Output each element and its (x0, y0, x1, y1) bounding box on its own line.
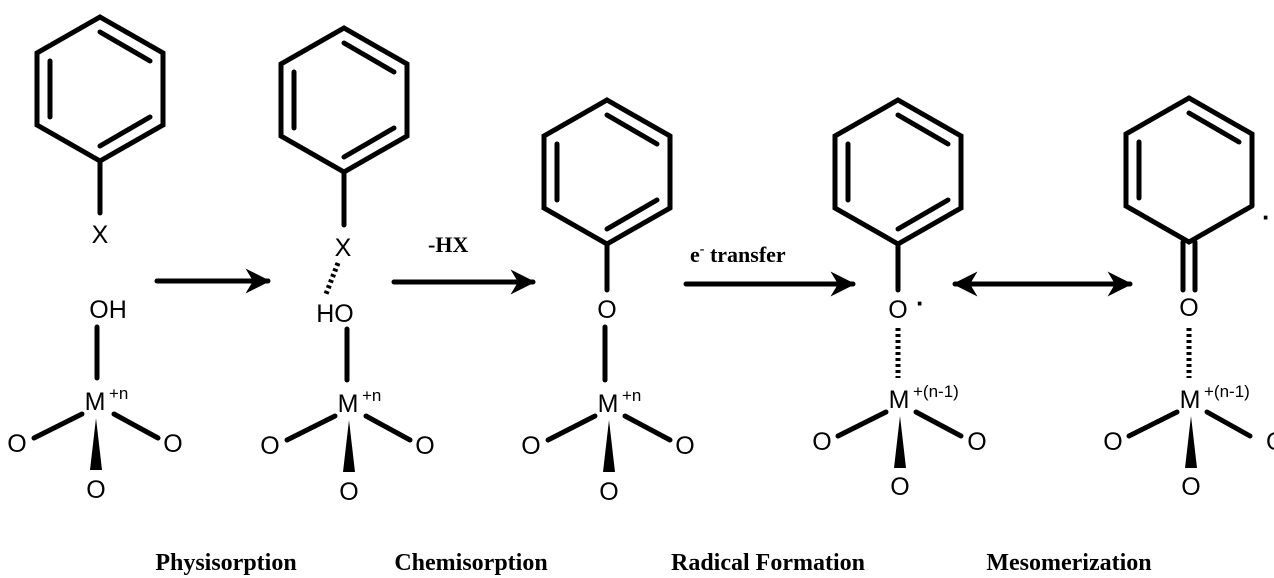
wedge-bond (1185, 416, 1197, 468)
phenoxy-oxygen: O (888, 296, 907, 324)
structure-chemisorption: X HO M +n O O O (260, 25, 435, 506)
hydroxyl-group: HO (316, 300, 354, 328)
oxygen-right-partial: O (1266, 428, 1274, 456)
metal-charge: +n (109, 384, 128, 403)
halogen-atom: X (92, 221, 109, 249)
radical-dot: · (1262, 202, 1271, 232)
metal-charge: +(n-1) (913, 382, 959, 401)
m-o-left-bond (31, 411, 85, 441)
metal-charge: +(n-1) (1204, 382, 1250, 401)
m-o-left-bond (1126, 409, 1180, 439)
metal-center: M (598, 390, 619, 418)
wedge-bond (894, 416, 906, 468)
metal-charge: +n (362, 386, 381, 405)
oxygen-right: O (675, 432, 694, 460)
metal-center: M (889, 386, 910, 414)
oxygen-left: O (260, 432, 279, 460)
oxygen-bottom: O (86, 476, 105, 504)
benzene-ring-2 (278, 25, 410, 175)
oxygen-left: O (521, 432, 540, 460)
benzene-ring-1 (34, 14, 166, 164)
benzene-ring-3 (541, 97, 673, 247)
hydroxyl-group: OH (89, 296, 127, 324)
m-o-right-bond (111, 411, 161, 441)
arrow-label-hx: -HX (428, 232, 468, 257)
oxygen-bottom: O (339, 478, 358, 506)
structure-bound-phenoxy: O M +n O O O (521, 97, 695, 506)
oxygen-left: O (1103, 428, 1122, 456)
stage-label-mesomerization: Mesomerization (986, 550, 1151, 576)
m-o-right-bond (1204, 409, 1253, 439)
oxygen-right: O (415, 432, 434, 460)
metal-center: M (338, 390, 359, 418)
oxygen-bottom: O (599, 478, 618, 506)
carbonyl-oxygen: O (1179, 294, 1198, 322)
metal-charge: +n (622, 386, 641, 405)
oxygen-bottom: O (890, 473, 909, 501)
stage-label-chemisorption: Chemisorption (394, 550, 547, 576)
cyclohexadienone-ring (1123, 95, 1255, 245)
halogen-bond-dashed (323, 262, 341, 295)
oxygen-left: O (812, 428, 831, 456)
radical-dot: · (916, 288, 925, 318)
oxygen-right: O (967, 428, 986, 456)
structure-phenoxy-radical: O · M +(n-1) O O O (812, 97, 987, 501)
phenoxy-oxygen: O (597, 296, 616, 324)
structure-keto-resonance: · O M +(n-1) O O O (1103, 95, 1274, 501)
wedge-bond (343, 420, 355, 472)
stage-label-physisorption: Physisorption (155, 550, 296, 576)
m-o-right-bond (913, 409, 964, 439)
stage-label-radical-formation: Radical Formation (671, 550, 865, 576)
m-o-left-bond (284, 413, 338, 443)
wedge-bond (603, 420, 615, 472)
halogen-atom: X (335, 234, 352, 262)
structure-physisorption: X OH M +n O O O (7, 14, 183, 504)
metal-center: M (85, 388, 106, 416)
arrow-label-electron-transfer: e- transfer (690, 242, 786, 267)
oxygen-right: O (163, 430, 182, 458)
oxygen-left: O (7, 430, 26, 458)
benzene-ring-4 (832, 97, 964, 247)
m-o-right-bond (363, 413, 413, 443)
m-o-right-bond (622, 413, 673, 443)
oxygen-bottom: O (1181, 473, 1200, 501)
wedge-bond (90, 418, 102, 470)
m-o-left-bond (545, 413, 598, 443)
metal-center: M (1180, 386, 1201, 414)
m-o-left-bond (835, 409, 889, 439)
